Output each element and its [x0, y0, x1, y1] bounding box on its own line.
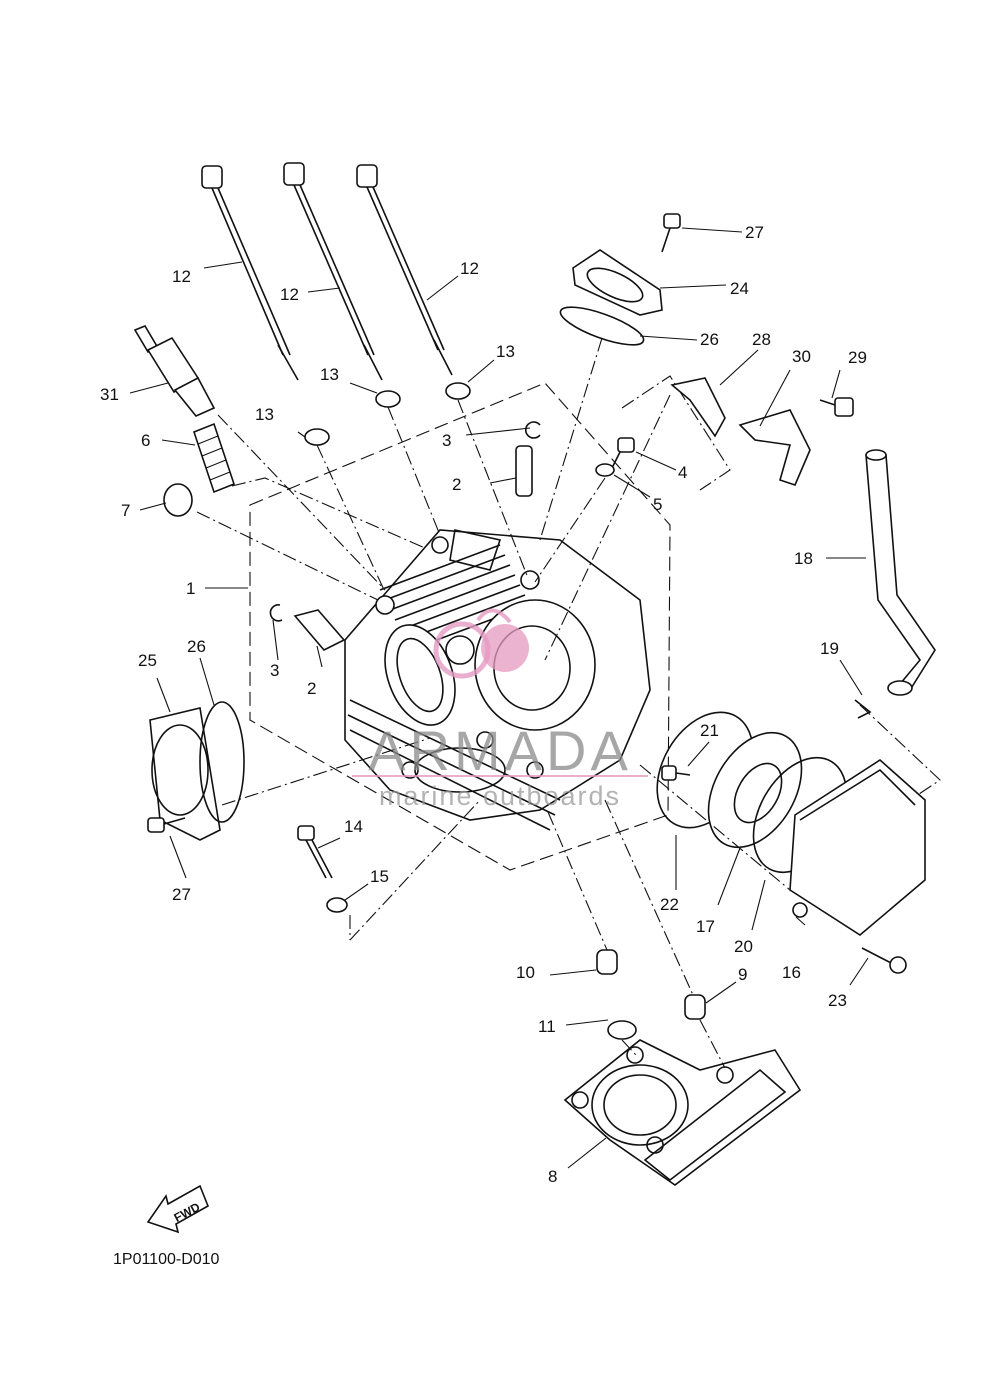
washer-13b: [375, 390, 401, 408]
callout-17: 17: [696, 917, 715, 936]
head-assembly-outline: [249, 382, 671, 871]
callout-25: 25: [138, 651, 157, 670]
callout-16: 16: [782, 963, 801, 982]
callout-19: 19: [820, 639, 839, 658]
plate-30: [738, 409, 811, 486]
washer-5: [595, 463, 615, 477]
callout-1: 1: [186, 579, 195, 598]
callout-20: 20: [734, 937, 753, 956]
bolt-21: [661, 765, 691, 781]
bolt-27b: [147, 817, 186, 833]
callout-18: 18: [794, 549, 813, 568]
callout-10: 10: [516, 963, 535, 982]
callout-22: 22: [660, 895, 679, 914]
fwd-arrow-icon: FWD: [146, 1184, 210, 1234]
stud-bolt-3: [356, 164, 453, 376]
cover-25: [149, 707, 221, 841]
side-cover-16: [789, 758, 926, 936]
callout-29: 29: [848, 348, 867, 367]
valve-cap-7: [163, 483, 193, 517]
bolt-4: [611, 437, 635, 469]
diagram-code: 1P01100-D010: [113, 1251, 220, 1268]
watermark-tagline: marine outboards: [379, 781, 621, 811]
alignment-lines: [196, 337, 791, 1069]
o-ring-26a: [559, 306, 645, 346]
callout-30: 30: [792, 347, 811, 366]
watermark-brand: ARMADA: [368, 719, 632, 782]
callout-27a: 27: [745, 223, 764, 242]
o-ring-26b: [199, 701, 245, 823]
callout-labels: 1 2 2 3 3 4 5 6 7 8 9 10 11 12 12 12 13 …: [100, 223, 867, 1186]
callout-8: 8: [548, 1167, 557, 1186]
callout-12a: 12: [172, 267, 191, 286]
callout-2b: 2: [307, 679, 316, 698]
callout-13b: 13: [320, 365, 339, 384]
callout-3b: 3: [270, 661, 279, 680]
callout-15: 15: [370, 867, 389, 886]
callout-23: 23: [828, 991, 847, 1010]
dowel-pin-2a: [515, 445, 533, 497]
callout-31: 31: [100, 385, 119, 404]
clip-3a: [525, 421, 541, 439]
bolt-27a: [661, 213, 681, 253]
callout-13a: 13: [255, 405, 274, 424]
cylinder-head: [344, 529, 651, 831]
washer-11: [607, 1020, 637, 1040]
leader-lines: [129, 227, 869, 1169]
watermark: ARMADA marine outboards: [352, 608, 648, 811]
callout-26a: 26: [700, 330, 719, 349]
callout-2a: 2: [452, 475, 461, 494]
callout-26b: 26: [187, 637, 206, 656]
washer-13a: [304, 428, 330, 446]
callout-14: 14: [344, 817, 363, 836]
tappet-cover-24: [572, 249, 663, 316]
callout-9: 9: [738, 965, 747, 984]
washer-15: [326, 897, 348, 913]
head-gasket-8: [563, 1039, 802, 1186]
breather-hose-18: [865, 449, 936, 696]
cover-assembly-outline: [621, 375, 731, 491]
stud-bolt-1: [201, 165, 299, 381]
stud-bolt-2: [283, 162, 383, 381]
callout-12c: 12: [460, 259, 479, 278]
dowel-pin-2b: [293, 609, 346, 651]
callout-6: 6: [141, 431, 150, 450]
bolt-29: [819, 397, 854, 417]
callout-5: 5: [653, 495, 662, 514]
washer-13c: [445, 382, 471, 400]
callout-27b: 27: [172, 885, 191, 904]
callout-4: 4: [678, 463, 687, 482]
callout-3a: 3: [442, 431, 451, 450]
bolt-14: [297, 825, 333, 879]
callout-7: 7: [121, 501, 130, 520]
valve-spring-6: [193, 422, 235, 494]
callout-24: 24: [730, 279, 749, 298]
bracket-28: [670, 377, 726, 438]
callout-13c: 13: [496, 342, 515, 361]
callout-12b: 12: [280, 285, 299, 304]
spark-plug: [133, 325, 216, 417]
clip-19: [854, 699, 872, 719]
watermark-logo-icon: [433, 608, 529, 679]
callout-28: 28: [752, 330, 771, 349]
dowel-10: [596, 949, 618, 975]
bolt-23: [861, 947, 907, 974]
callout-11: 11: [538, 1017, 556, 1036]
dowel-9: [684, 994, 706, 1020]
gasket-17: [707, 731, 803, 849]
callout-21: 21: [700, 721, 719, 740]
clip-3b: [269, 604, 283, 622]
